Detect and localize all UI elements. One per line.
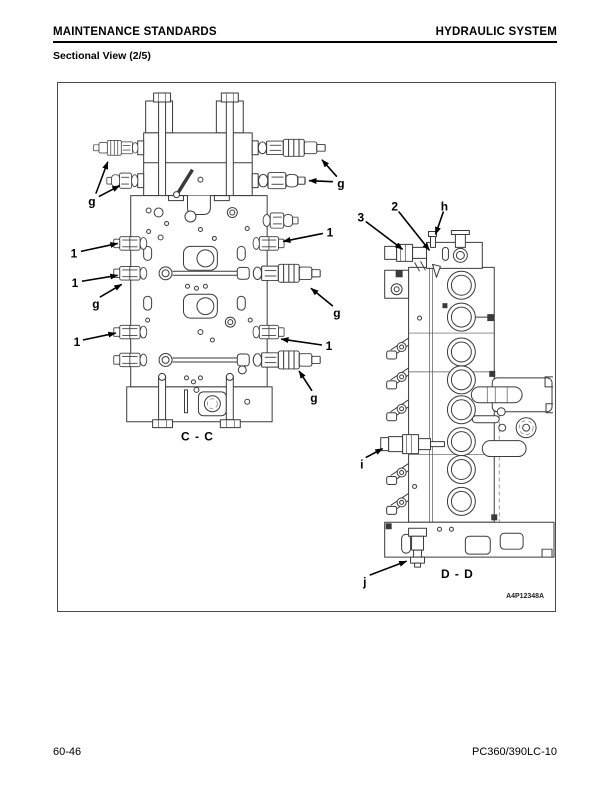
callout-g: g bbox=[337, 177, 344, 191]
view-cc-caption: C - C bbox=[181, 430, 214, 444]
view-cc-drawing: g 1 1 g 1 g 1 g 1 bbox=[71, 92, 345, 444]
header-left-title: MAINTENANCE STANDARDS bbox=[53, 26, 217, 38]
callout-g: g bbox=[88, 195, 95, 209]
callout-1: 1 bbox=[326, 339, 333, 353]
figure-svg: g 1 1 g 1 g 1 g 1 bbox=[71, 92, 555, 600]
footer-page-number: 60-46 bbox=[53, 746, 82, 758]
figure-code: A4P12348A bbox=[506, 593, 544, 600]
callout-1: 1 bbox=[71, 246, 78, 260]
view-dd-drawing: 3 2 h i j D - D A4P12348A bbox=[357, 200, 555, 600]
view-cc-callouts: g 1 1 g 1 g 1 g 1 bbox=[71, 159, 345, 405]
callout-g: g bbox=[333, 306, 340, 320]
callout-1: 1 bbox=[72, 276, 79, 290]
callout-h: h bbox=[441, 200, 448, 214]
page-footer: 60-46 PC360/390LC-10 bbox=[53, 746, 557, 758]
callout-1: 1 bbox=[327, 225, 334, 239]
header-right-title: HYDRAULIC SYSTEM bbox=[435, 26, 557, 38]
figure-box: g 1 1 g 1 g 1 g 1 bbox=[57, 82, 556, 612]
callout-g: g bbox=[92, 297, 99, 311]
callout-j: j bbox=[362, 575, 366, 589]
view-dd-caption: D - D bbox=[441, 567, 474, 581]
callout-2: 2 bbox=[391, 200, 398, 214]
callout-i: i bbox=[360, 458, 363, 472]
callout-g: g bbox=[310, 391, 317, 405]
view-dd-callouts: 3 2 h i j bbox=[357, 200, 448, 589]
callout-3: 3 bbox=[357, 211, 364, 225]
callout-1: 1 bbox=[74, 335, 81, 349]
footer-model: PC360/390LC-10 bbox=[471, 746, 557, 758]
page-header: MAINTENANCE STANDARDS HYDRAULIC SYSTEM bbox=[53, 26, 557, 43]
page-subtitle: Sectional View (2/5) bbox=[53, 50, 151, 62]
